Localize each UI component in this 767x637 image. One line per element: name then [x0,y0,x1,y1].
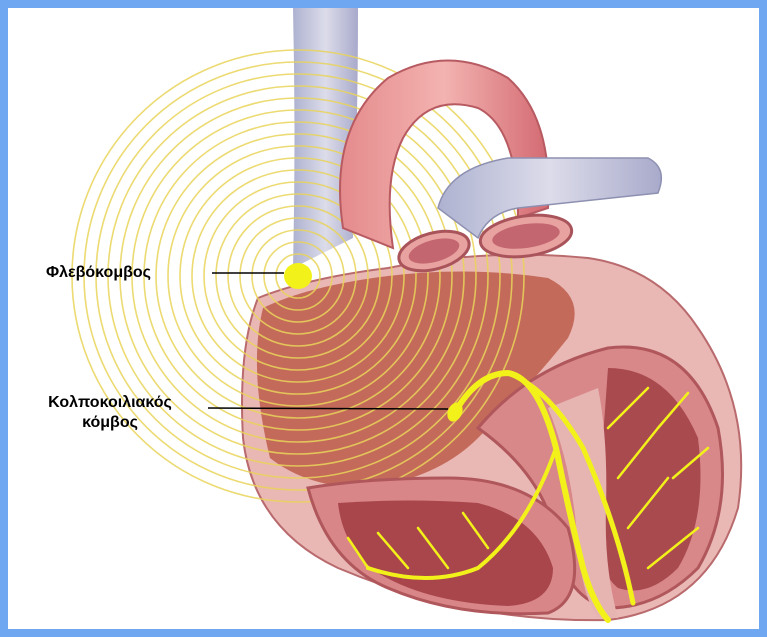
sa-node [284,263,312,289]
sa-node-label: Φλεβόκομβος [46,263,151,283]
av-node-leader-line [208,408,448,409]
av-node-label-line1: Κολποκοιλιακός [12,393,208,413]
av-node-label-line2: κόμβος [12,413,208,433]
heart-illustration [8,8,759,629]
av-node-label: Κολποκοιλιακός κόμβος [12,393,208,433]
diagram-frame: Φλεβόκομβος Κολποκοιλιακός κόμβος [8,8,759,629]
